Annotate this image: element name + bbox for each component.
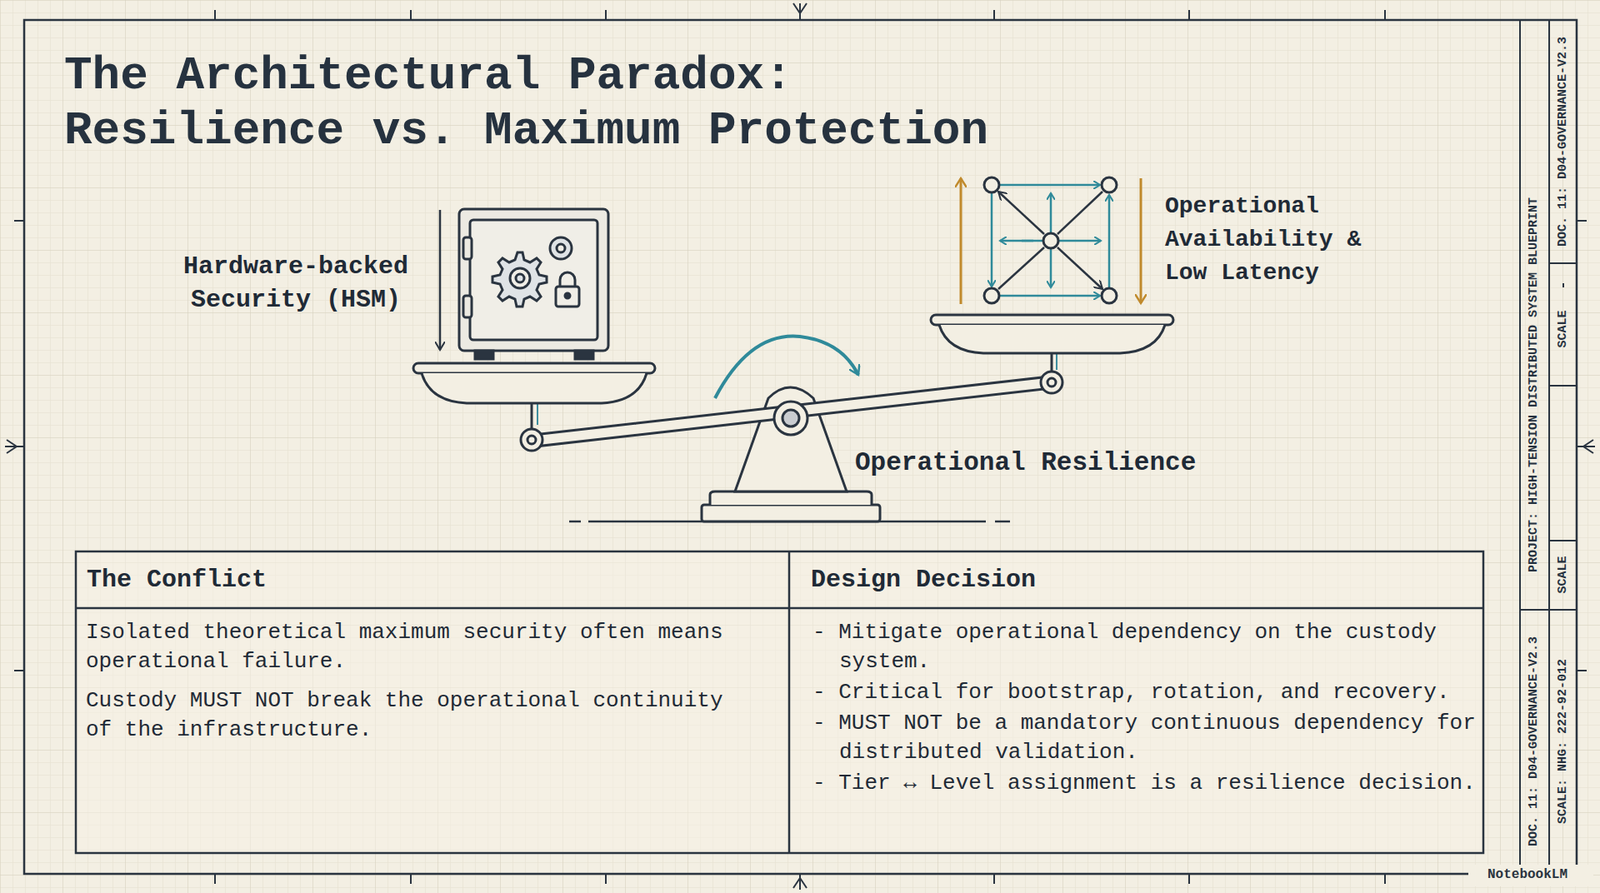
table-header: Design Decision [810,563,1036,597]
title-block-text: DOC. 11: D04-GOVERNANCE-V2.3 [1526,636,1542,847]
title-block-text: SCALE: NHG: 222-92-012 [1555,659,1571,825]
callout-label: Hardware-backed Security (HSM) [158,250,434,317]
title-block-text: DOC. 11: D04-GOVERNANCE-V2.3 [1555,36,1571,247]
table-header: The Conflict [86,563,267,597]
table-cell: - Mitigate operational dependency on the… [812,618,1481,677]
title-block-text: SCALE [1555,555,1571,594]
table-cell: Isolated theoretical maximum security of… [85,618,753,677]
title-block-text: PROJECT: HIGH-TENSION DISTRIBUTED SYSTEM… [1526,197,1542,573]
callout-label: Operational Availability & Low Latency [1165,190,1378,290]
table-cell: - Critical for bootstrap, rotation, and … [812,678,1481,708]
table-cell: - Tier ↔ Level assignment is a resilienc… [812,769,1481,799]
title-block-text: SCALE [1555,310,1571,348]
watermark: NotebookLM [1487,866,1568,884]
table-cell: Custody MUST NOT break the operational c… [85,686,753,745]
title: The Architectural Paradox: Resilience vs… [64,48,1065,159]
table-cell: - MUST NOT be a mandatory continuous dep… [812,709,1481,768]
callout-label: Operational Resilience [855,446,1196,480]
